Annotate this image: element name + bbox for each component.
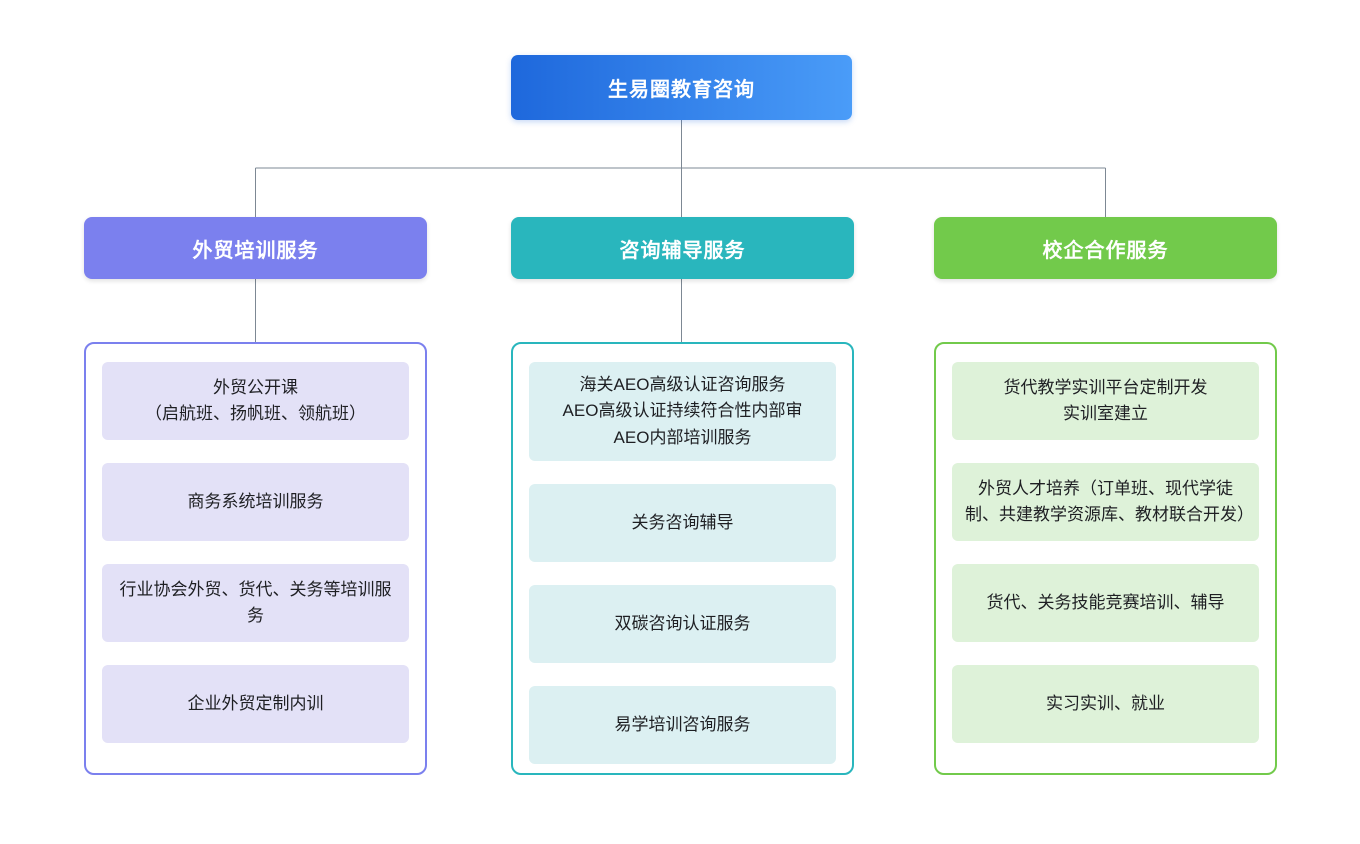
- branch-header-school-enterprise: 校企合作服务: [934, 217, 1277, 279]
- service-item: 海关AEO高级认证咨询服务 AEO高级认证持续符合性内部审 AEO内部培训服务: [529, 362, 836, 462]
- service-item: 外贸公开课 （启航班、扬帆班、领航班）: [102, 362, 409, 440]
- service-item: 外贸人才培养（订单班、现代学徒制、共建教学资源库、教材联合开发）: [952, 463, 1259, 541]
- service-item: 货代教学实训平台定制开发 实训室建立: [952, 362, 1259, 440]
- service-item: 企业外贸定制内训: [102, 665, 409, 743]
- branch-container-trade-training: 外贸公开课 （启航班、扬帆班、领航班） 商务系统培训服务 行业协会外贸、货代、关…: [84, 342, 427, 775]
- branch-header-label: 校企合作服务: [1042, 239, 1169, 262]
- branch-header-label: 外贸培训服务: [192, 239, 319, 262]
- root-node: 生易圈教育咨询: [511, 55, 852, 120]
- service-item: 商务系统培训服务: [102, 463, 409, 541]
- branch-header-label: 咨询辅导服务: [619, 239, 746, 262]
- branch-header-trade-training: 外贸培训服务: [84, 217, 427, 279]
- branch-container-school-enterprise: 货代教学实训平台定制开发 实训室建立 外贸人才培养（订单班、现代学徒制、共建教学…: [934, 342, 1277, 775]
- service-item: 货代、关务技能竞赛培训、辅导: [952, 564, 1259, 642]
- branch-container-consulting-coaching: 海关AEO高级认证咨询服务 AEO高级认证持续符合性内部审 AEO内部培训服务 …: [511, 342, 854, 775]
- service-item: 行业协会外贸、货代、关务等培训服务: [102, 564, 409, 642]
- branch-header-consulting-coaching: 咨询辅导服务: [511, 217, 854, 279]
- service-item: 关务咨询辅导: [529, 484, 836, 563]
- service-item: 双碳咨询认证服务: [529, 585, 836, 664]
- service-item: 易学培训咨询服务: [529, 686, 836, 765]
- root-node-label: 生易圈教育咨询: [608, 79, 755, 101]
- service-item: 实习实训、就业: [952, 665, 1259, 743]
